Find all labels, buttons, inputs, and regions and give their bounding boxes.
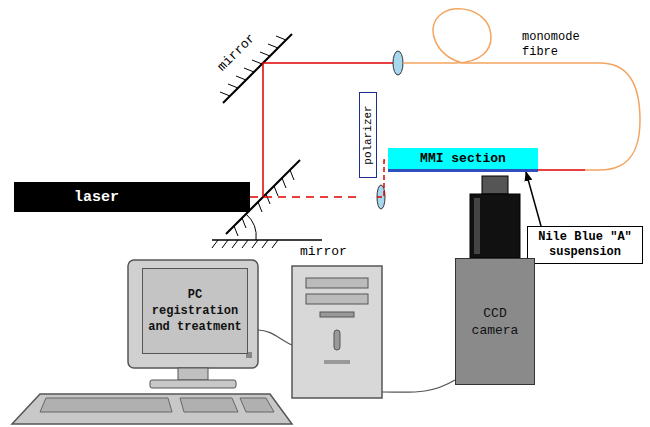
node-text: polarizer xyxy=(362,105,374,164)
fibre-label: monomode fibre xyxy=(522,30,600,60)
mirror-label: mirror xyxy=(300,244,347,259)
ccd-camera: CCD camera xyxy=(455,258,535,385)
laser-beam xyxy=(377,160,388,197)
mirror-label: mirror xyxy=(213,29,260,76)
node-text: MMI section xyxy=(420,151,506,166)
node-text: PC registration and treatment xyxy=(145,287,245,335)
cable xyxy=(382,380,455,392)
node-text: CCD camera xyxy=(460,305,530,339)
mmi-section: MMI section xyxy=(388,148,538,172)
camera-body xyxy=(470,176,520,258)
node-text: Nile Blue "A" suspension xyxy=(532,230,638,260)
cable xyxy=(258,330,292,345)
polarizer-box: polarizer xyxy=(359,92,377,178)
laser-beam xyxy=(263,63,393,197)
laser-beam xyxy=(250,196,359,198)
pc-tower xyxy=(292,266,382,398)
monomode-fibre xyxy=(403,9,640,170)
callout-box: Nile Blue "A" suspension xyxy=(527,226,643,264)
laser-box: laser xyxy=(14,182,250,212)
monitor-screen: PC registration and treatment xyxy=(142,268,248,354)
monitor xyxy=(128,260,258,388)
laser-beam xyxy=(538,169,585,171)
keyboard xyxy=(12,394,292,424)
node-text: laser xyxy=(74,189,119,206)
lens xyxy=(393,51,403,75)
callout-arrow xyxy=(526,172,541,226)
